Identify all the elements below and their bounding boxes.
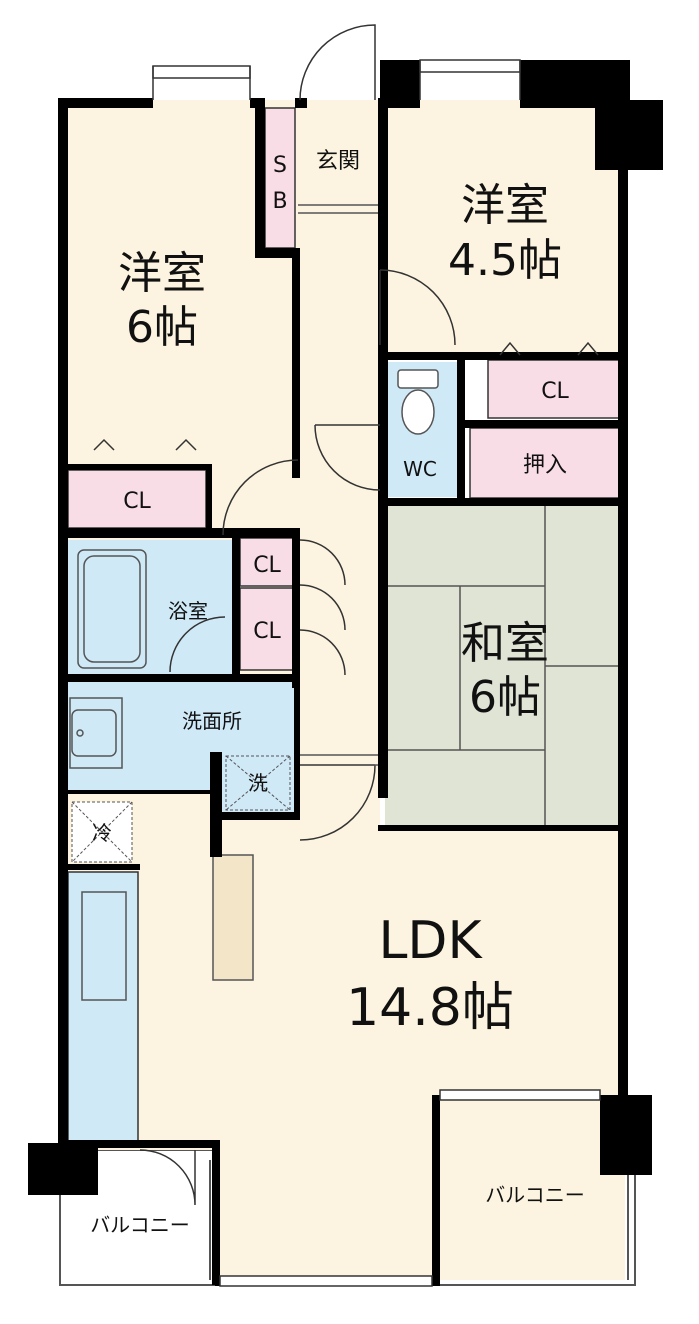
wc-label: WC [403,457,437,481]
washroom-label: 洗面所 [182,709,242,733]
bath-label: 浴室 [168,599,208,623]
room-japanese: 和室 6帖 [461,618,549,723]
fridge-icon [71,801,133,863]
hall-lines [298,204,378,766]
closet-left-label: CL [123,489,151,514]
closet-right-label: CL [541,379,569,404]
room-size: 14.8帖 [346,978,514,1038]
window-frames [152,60,521,100]
closet-hall-2-label: CL [253,619,281,644]
room-western-left: 洋室 6帖 [118,248,206,353]
room-western-right: 洋室 4.5帖 [448,180,562,286]
walls [28,60,663,1286]
japanese-room [385,506,622,831]
room-name: 洋室 [118,248,206,299]
washer-label: 洗 [248,771,268,795]
closet-hall-2 [239,587,296,671]
balcony-right-label: バルコニー [485,1183,585,1207]
room-ldk: LDK 14.8帖 [346,911,514,1038]
room-name: LDK [378,911,483,971]
room-name: 洋室 [461,180,549,231]
shoe-box-label-b: B [272,189,287,214]
shoe-box [264,107,296,249]
closet-hall-1 [239,537,296,587]
closet-right [487,359,623,419]
balcony-left-label: バルコニー [90,1213,190,1237]
counter-island [212,854,254,981]
room-name: 和室 [461,618,549,669]
toilet-icon [397,369,439,435]
room-size: 6帖 [126,302,198,353]
room-size: 6帖 [469,672,541,723]
bath-room [68,540,238,675]
fridge-label: 冷 [92,821,112,845]
sink-icon [69,697,123,769]
entrance-label: 玄関 [316,149,360,174]
closet-hall-1-label: CL [253,553,281,578]
closet-left [67,469,207,529]
shoe-box-label-s: S [273,153,287,178]
room-size: 4.5帖 [448,235,562,286]
oshiire-label: 押入 [523,453,567,478]
washer-icon [225,755,291,811]
bathtub-icon [77,549,147,669]
kitchen-counter [67,871,139,1148]
kitchen-sink-icon [81,891,127,1001]
